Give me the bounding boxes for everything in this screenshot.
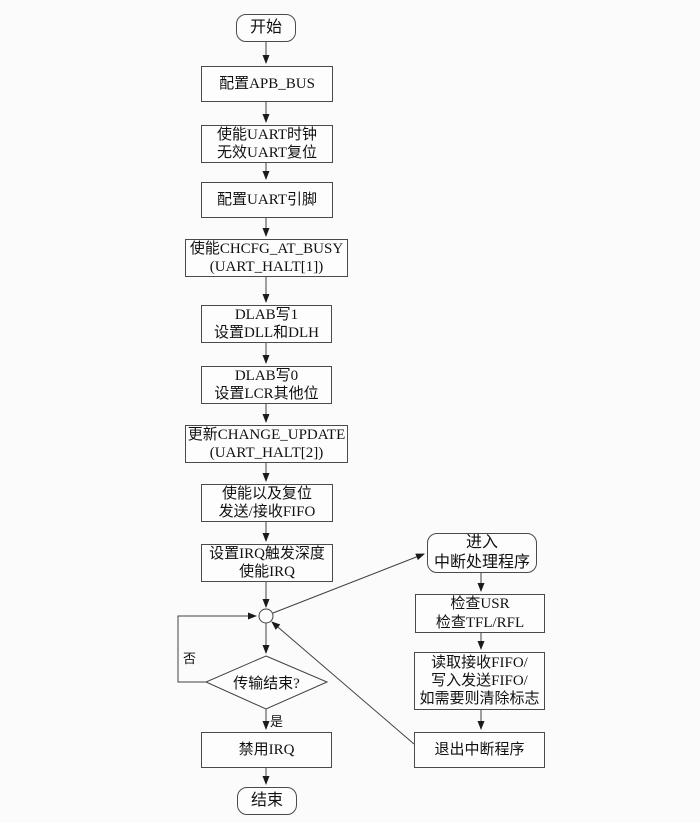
node-exit-isr: 退出中断程序 <box>414 732 545 768</box>
node-config-uart-pin: 配置UART引脚 <box>201 182 333 218</box>
edge-exit-to-junction <box>271 621 415 745</box>
edge-junction-to-enter-isr <box>272 553 425 614</box>
node-set-irq: 设置IRQ触发深度 使能IRQ <box>201 544 333 582</box>
node-config-apb-bus: 配置APB_BUS <box>201 66 333 102</box>
edge-label-no: 否 <box>183 651 197 666</box>
node-chcfg-at-busy: 使能CHCFG_AT_BUSY (UART_HALT[1]) <box>185 239 348 277</box>
node-disable-irq: 禁用IRQ <box>201 732 332 768</box>
node-change-update: 更新CHANGE_UPDATE (UART_HALT[2]) <box>185 425 348 463</box>
node-enter-isr: 进入 中断处理程序 <box>427 533 537 573</box>
node-start: 开始 <box>236 14 296 42</box>
node-read-write-fifo: 读取接收FIFO/ 写入发送FIFO/ 如需要则清除标志 <box>414 652 545 710</box>
node-dlab-write-1: DLAB写1 设置DLL和DLH <box>201 305 332 343</box>
node-reset-fifo: 使能以及复位 发送/接收FIFO <box>201 484 333 522</box>
node-check-usr: 检查USR 检查TFL/RFL <box>415 594 545 633</box>
node-uart-clock: 使能UART时钟 无效UART复位 <box>201 125 333 163</box>
junction-circle <box>258 608 274 624</box>
node-dlab-write-0: DLAB写0 设置LCR其他位 <box>201 366 332 404</box>
edge-no-loop <box>177 612 257 683</box>
node-end: 结束 <box>237 787 297 815</box>
decision-diamond <box>204 655 329 710</box>
edge-label-yes: 是 <box>270 714 284 729</box>
node-decision-transfer-done: 传输结束? <box>233 675 300 692</box>
